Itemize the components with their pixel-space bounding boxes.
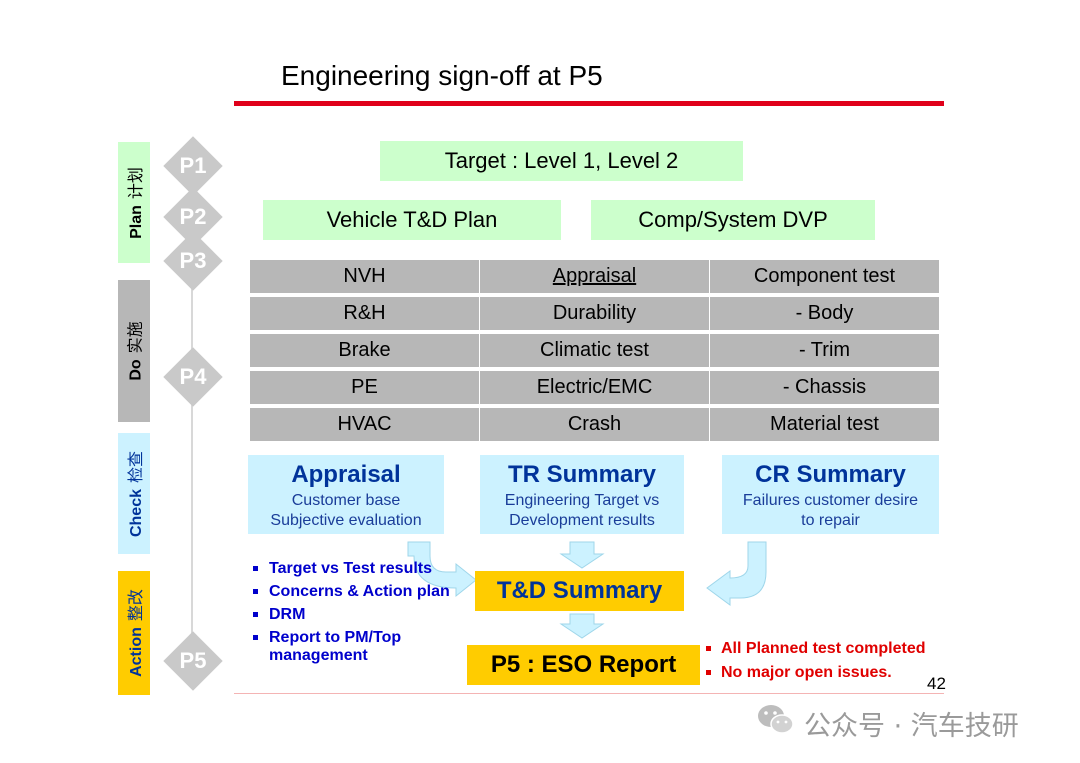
appraisal-summary-line2: Subjective evaluation [270, 512, 422, 529]
list-item: All Planned test completed [705, 640, 955, 658]
table-cell: PE [250, 371, 479, 404]
step-p5-label: P5 [179, 648, 207, 673]
tr-summary-line2: Development results [509, 512, 655, 529]
table-cell: Electric/EMC [480, 371, 709, 404]
table-cell: Crash [480, 408, 709, 441]
vehicle-plan-box: Vehicle T&D Plan [263, 200, 561, 240]
list-item: Concerns & Action plan [251, 583, 481, 601]
watermark-text: 公众号 · 汽车技研 [804, 711, 1019, 742]
phase-check: Check检查 [118, 433, 150, 554]
list-item: Target vs Test results [251, 560, 481, 578]
eso-report-box: P5 : ESO Report [467, 645, 700, 685]
appraisal-summary-box: Appraisal Customer base Subjective evalu… [248, 455, 444, 534]
step-p1-label: P1 [179, 153, 207, 178]
appraisal-summary-title: Appraisal [291, 461, 401, 488]
step-p3-label: P3 [179, 248, 207, 273]
phase-plan: Plan计划 [118, 142, 150, 263]
signoff-criteria-list: All Planned test completed No major open… [705, 640, 955, 688]
cr-summary-line1: Failures customer desire [742, 492, 919, 509]
test-table: NVH Appraisal Component test R&H Durabil… [250, 260, 939, 441]
table-cell: - Chassis [710, 371, 939, 404]
table-cell: - Trim [710, 334, 939, 367]
list-item: Report to PM/Top management [251, 629, 444, 665]
table-cell: HVAC [250, 408, 479, 441]
table-cell: Component test [710, 260, 939, 293]
table-cell: Material test [710, 408, 939, 441]
table-cell: NVH [250, 260, 479, 293]
list-item: DRM [251, 606, 481, 624]
tr-summary-box: TR Summary Engineering Target vs Develop… [480, 455, 684, 534]
phase-action: Action整改 [118, 571, 150, 695]
list-item: No major open issues. [705, 664, 955, 682]
arrow-cr-to-td-icon [706, 541, 767, 606]
title-underline [234, 101, 944, 106]
tr-summary-line1: Engineering Target vs [504, 492, 660, 509]
action-items-list: Target vs Test results Concerns & Action… [251, 560, 481, 670]
cr-summary-box: CR Summary Failures customer desire to r… [722, 455, 939, 534]
page-number: 42 [927, 674, 946, 693]
wechat-icon [756, 702, 796, 738]
cr-summary-title: CR Summary [755, 461, 906, 488]
appraisal-summary-line1: Customer base [291, 492, 401, 509]
page-title: Engineering sign-off at P5 [281, 60, 603, 91]
table-cell: Durability [480, 297, 709, 330]
cr-summary-line2: to repair [801, 512, 860, 529]
component-dvp-box: Comp/System DVP [591, 200, 875, 240]
table-cell: Appraisal [480, 260, 709, 293]
table-cell: Brake [250, 334, 479, 367]
arrow-tr-to-td-icon [559, 541, 605, 569]
table-cell: - Body [710, 297, 939, 330]
td-summary-box: T&D Summary [475, 571, 684, 611]
phase-do: Do实施 [118, 280, 150, 422]
arrow-td-to-eso-icon [559, 613, 605, 639]
step-p4-label: P4 [179, 364, 207, 389]
step-connector [191, 170, 193, 670]
appraisal-link-text: Appraisal [552, 265, 637, 287]
step-p2-label: P2 [179, 204, 207, 229]
footer-rule [234, 693, 944, 694]
table-cell: Climatic test [480, 334, 709, 367]
tr-summary-title: TR Summary [507, 461, 657, 488]
target-box: Target : Level 1, Level 2 [380, 141, 743, 181]
table-cell: R&H [250, 297, 479, 330]
